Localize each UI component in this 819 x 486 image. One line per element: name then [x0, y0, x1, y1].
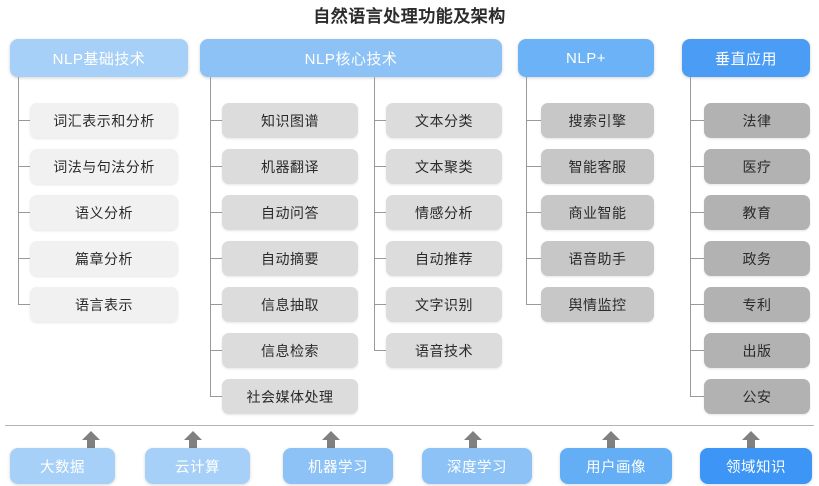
- leaf-node[interactable]: 政务: [704, 241, 810, 276]
- connector-stub-nlp-core-b-1: [374, 166, 386, 167]
- connector-stub-vertical-app-5: [690, 350, 704, 351]
- leaf-node[interactable]: 医疗: [704, 149, 810, 184]
- connector-stub-nlp-plus-2: [526, 212, 541, 213]
- up-arrow-icon: [320, 430, 342, 452]
- leaf-node[interactable]: 出版: [704, 333, 810, 368]
- connector-stub-vertical-app-1: [690, 166, 704, 167]
- connector-stub-nlp-basic-3: [18, 258, 30, 259]
- leaf-node[interactable]: 法律: [704, 103, 810, 138]
- up-arrow-icon: [462, 430, 484, 452]
- leaf-node[interactable]: 舆情监控: [541, 287, 654, 322]
- leaf-node[interactable]: 篇章分析: [30, 241, 178, 276]
- connector-rail-nlp-basic: [18, 77, 19, 304]
- leaf-node[interactable]: 专利: [704, 287, 810, 322]
- leaf-node[interactable]: 搜索引擎: [541, 103, 654, 138]
- connector-rail-nlp-plus: [526, 77, 527, 304]
- leaf-node[interactable]: 信息抽取: [222, 287, 358, 322]
- leaf-node[interactable]: 语义分析: [30, 195, 178, 230]
- connector-stub-nlp-basic-1: [18, 166, 30, 167]
- leaf-node[interactable]: 知识图谱: [222, 103, 358, 138]
- connector-stub-nlp-core-a-4: [210, 304, 222, 305]
- connector-stub-nlp-plus-0: [526, 120, 541, 121]
- connector-stub-nlp-core-a-2: [210, 212, 222, 213]
- foundation-item[interactable]: 云计算: [145, 448, 250, 484]
- leaf-node[interactable]: 智能客服: [541, 149, 654, 184]
- column-header-nlp-basic[interactable]: NLP基础技术: [10, 39, 188, 77]
- leaf-node[interactable]: 文字识别: [386, 287, 502, 322]
- connector-stub-nlp-basic-0: [18, 120, 30, 121]
- connector-stub-nlp-core-b-0: [374, 120, 386, 121]
- leaf-node[interactable]: 词法与句法分析: [30, 149, 178, 184]
- column-header-vertical-app[interactable]: 垂直应用: [682, 39, 810, 77]
- column-header-nlp-plus[interactable]: NLP+: [518, 39, 654, 77]
- page-title: 自然语言处理功能及架构: [313, 7, 506, 26]
- up-arrow-icon: [80, 430, 102, 452]
- leaf-node[interactable]: 情感分析: [386, 195, 502, 230]
- foundation-item[interactable]: 大数据: [10, 448, 115, 484]
- leaf-node[interactable]: 自动推荐: [386, 241, 502, 276]
- connector-stub-nlp-core-b-5: [374, 350, 386, 351]
- foundation-item[interactable]: 机器学习: [283, 448, 393, 484]
- connector-stub-vertical-app-3: [690, 258, 704, 259]
- connector-stub-vertical-app-4: [690, 304, 704, 305]
- leaf-node[interactable]: 机器翻译: [222, 149, 358, 184]
- leaf-node[interactable]: 自动摘要: [222, 241, 358, 276]
- leaf-node[interactable]: 教育: [704, 195, 810, 230]
- connector-stub-vertical-app-2: [690, 212, 704, 213]
- leaf-node[interactable]: 信息检索: [222, 333, 358, 368]
- leaf-node[interactable]: 文本聚类: [386, 149, 502, 184]
- leaf-node[interactable]: 社会媒体处理: [222, 379, 358, 414]
- connector-stub-vertical-app-0: [690, 120, 704, 121]
- foundation-item[interactable]: 深度学习: [422, 448, 532, 484]
- leaf-node[interactable]: 语音助手: [541, 241, 654, 276]
- leaf-node[interactable]: 词汇表示和分析: [30, 103, 178, 138]
- connector-stub-nlp-core-b-2: [374, 212, 386, 213]
- connector-stub-nlp-core-b-3: [374, 258, 386, 259]
- connector-stub-nlp-basic-4: [18, 304, 30, 305]
- up-arrow-icon: [600, 430, 622, 452]
- leaf-node[interactable]: 语言表示: [30, 287, 178, 322]
- connector-stub-vertical-app-6: [690, 396, 704, 397]
- leaf-node[interactable]: 文本分类: [386, 103, 502, 138]
- connector-stub-nlp-core-a-6: [210, 396, 222, 397]
- connector-stub-nlp-core-a-5: [210, 350, 222, 351]
- connector-stub-nlp-core-a-3: [210, 258, 222, 259]
- leaf-node[interactable]: 公安: [704, 379, 810, 414]
- connector-stub-nlp-basic-2: [18, 212, 30, 213]
- foundation-divider: [5, 425, 814, 426]
- connector-stub-nlp-core-a-1: [210, 166, 222, 167]
- connector-stub-nlp-core-a-0: [210, 120, 222, 121]
- leaf-node[interactable]: 语音技术: [386, 333, 502, 368]
- connector-stub-nlp-plus-1: [526, 166, 541, 167]
- connector-stub-nlp-plus-3: [526, 258, 541, 259]
- leaf-node[interactable]: 商业智能: [541, 195, 654, 230]
- leaf-node[interactable]: 自动问答: [222, 195, 358, 230]
- foundation-item[interactable]: 领域知识: [700, 448, 812, 484]
- column-header-nlp-core-a[interactable]: NLP核心技术: [200, 39, 502, 77]
- connector-rail-vertical-app: [690, 77, 691, 396]
- connector-stub-nlp-core-b-4: [374, 304, 386, 305]
- connector-rail-nlp-core-b: [374, 77, 375, 350]
- connector-rail-nlp-core-a: [210, 77, 211, 396]
- connector-stub-nlp-plus-4: [526, 304, 541, 305]
- foundation-item[interactable]: 用户画像: [560, 448, 672, 484]
- up-arrow-icon: [740, 430, 762, 452]
- up-arrow-icon: [182, 430, 204, 452]
